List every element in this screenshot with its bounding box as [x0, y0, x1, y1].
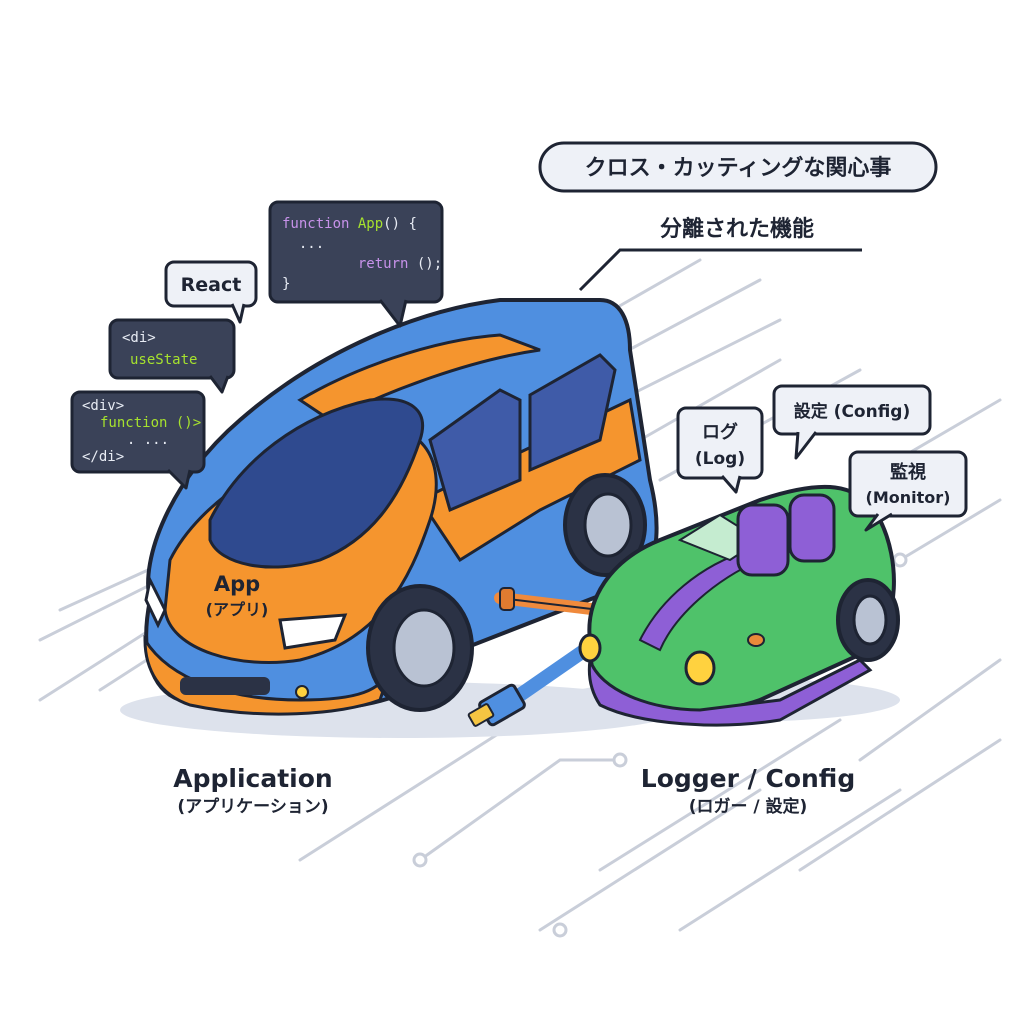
car-roof-stripe — [297, 333, 541, 422]
fog-light — [295, 685, 309, 699]
code-line-4: } — [282, 276, 290, 292]
usestate-hook: useState — [130, 352, 197, 368]
header-subtitle: 分離された機能 — [660, 216, 814, 242]
logger-car — [560, 484, 900, 727]
subtitle-callout-line — [578, 248, 862, 292]
div-line-3: . ... — [110, 432, 169, 448]
side-window-rear — [528, 353, 617, 473]
headlight-right — [278, 613, 348, 650]
seats — [736, 493, 836, 577]
react-bubble: React — [164, 260, 258, 324]
headlight-left — [578, 633, 602, 663]
logger-caption-en: Logger / Config — [641, 764, 855, 793]
code-keyword: function — [282, 216, 358, 232]
app-badge-ja: (アプリ) — [206, 600, 269, 619]
side-light — [747, 633, 765, 647]
app-badge-en: App — [214, 572, 260, 596]
subtitle-group: 分離された機能 — [578, 216, 862, 292]
usestate-tag: <di> — [122, 330, 156, 346]
headlight-right — [684, 650, 716, 686]
logger-caption: Logger / Config (ロガー / 設定) — [641, 764, 855, 817]
log-label-ja: ログ — [702, 421, 738, 443]
log-bubble: ログ (Log) — [676, 406, 764, 494]
code-keyword: return — [341, 256, 417, 272]
monitor-bubble: 監視 (Monitor) — [848, 450, 968, 532]
wheel-rear — [836, 578, 900, 662]
connector — [467, 587, 606, 727]
application-caption: Application (アプリケーション) — [173, 764, 332, 817]
monitor-label-en: (Monitor) — [866, 488, 951, 507]
purple-skirt — [587, 658, 873, 727]
wheel-front — [366, 584, 474, 712]
div-bubble: <div> function ()> . ... </di> — [70, 390, 206, 490]
usestate-bubble: <di> useState — [108, 318, 236, 394]
usb-plug-icon — [467, 683, 526, 727]
log-label-en: (Log) — [695, 449, 745, 469]
application-caption-ja: (アプリケーション) — [177, 796, 328, 817]
logger-caption-ja: (ロガー / 設定) — [689, 796, 808, 817]
code-bubble-main: function App() { ... return (); } — [268, 200, 484, 328]
code-line-2: ... — [282, 236, 324, 252]
div-line-4: </di> — [82, 449, 124, 465]
div-line-2: function ()> — [100, 415, 201, 431]
header-title: クロス・カッティングな関心事 — [585, 155, 892, 181]
div-line-1: <div> — [82, 398, 124, 414]
header-pill: クロス・カッティングな関心事 — [538, 141, 938, 193]
side-window-front — [428, 388, 522, 513]
config-label: 設定 (Config) — [794, 401, 911, 422]
code-line-1: function App() { — [282, 216, 417, 232]
wheel-rear — [563, 473, 647, 577]
code-rest: (); — [417, 256, 442, 272]
usb-cable — [513, 643, 592, 702]
grille — [180, 677, 270, 695]
application-caption-en: Application — [173, 764, 332, 793]
config-bubble: 設定 (Config) — [772, 384, 932, 460]
react-label: React — [181, 274, 242, 296]
code-rest: () { — [383, 216, 417, 232]
monitor-label-ja: 監視 — [890, 461, 926, 483]
code-line-3: return (); — [282, 256, 484, 272]
code-function: App — [358, 216, 383, 232]
headlight-left — [144, 575, 167, 629]
windshield — [208, 397, 424, 569]
